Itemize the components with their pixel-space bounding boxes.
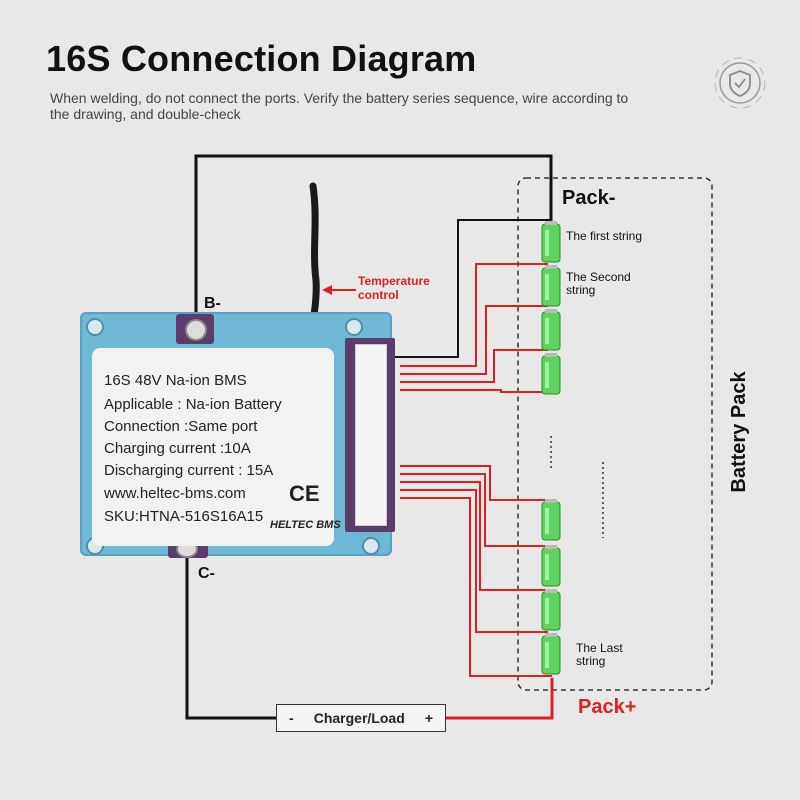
cell-14 (541, 545, 561, 587)
charger-minus: - (289, 710, 294, 726)
bms-model: 16S 48V Na-ion BMS (104, 372, 247, 389)
temperature-probe (309, 182, 320, 320)
b-minus-terminal-hole (185, 319, 207, 341)
charger-load-box: - Charger/Load + (276, 704, 446, 732)
cell-16 (541, 633, 561, 675)
sense-wire-4 (400, 389, 548, 393)
bms-website: www.heltec-bms.com (104, 485, 246, 502)
b-minus-label: B- (204, 295, 221, 312)
sense-wire-15 (400, 481, 548, 591)
temperature-label-line2: control (358, 288, 399, 302)
bms-label-sticker (92, 348, 334, 546)
charger-plus: + (424, 710, 433, 726)
sense-wire-16 (400, 489, 548, 633)
charger-label: Charger/Load (313, 710, 405, 726)
cell-3 (541, 309, 561, 351)
bms-applicable: Applicable : Na-ion Battery (104, 396, 282, 413)
brand-logo: HELTEC BMS (270, 519, 341, 531)
pack-minus-sense-wire (392, 219, 551, 358)
second-string-label: The Second string (566, 270, 631, 297)
page-title: 16S Connection Diagram (46, 38, 477, 79)
battery-pack-label: Battery Pack (728, 371, 750, 493)
ce-mark: CE (289, 481, 320, 506)
pack-plus-label: Pack+ (578, 696, 637, 718)
cell-13 (541, 499, 561, 541)
sense-wire-17 (400, 497, 552, 677)
last-string-label: The Last string (576, 641, 623, 668)
page-subtitle: When welding, do not connect the ports. … (50, 90, 629, 122)
temperature-arrow-head (322, 285, 332, 295)
cell-15 (541, 589, 561, 631)
temperature-label: Temperature control (358, 274, 430, 302)
cell-1 (541, 221, 561, 263)
cell-4 (541, 353, 561, 395)
pack-plus-wire (446, 678, 554, 720)
cell-2 (541, 265, 561, 307)
shield-check-icon (714, 57, 766, 109)
bms-charging-current: Charging current :10A (104, 440, 251, 457)
pack-minus-label: Pack- (562, 187, 616, 209)
board-mount-hole (86, 318, 104, 336)
sense-wire-1 (400, 263, 548, 367)
c-minus-label: C- (198, 565, 215, 582)
bms-discharging-current: Discharging current : 15A (104, 462, 274, 479)
sense-wire-14 (400, 473, 548, 547)
c-minus-wire (185, 548, 278, 720)
sense-wire-13 (400, 465, 548, 501)
board-mount-hole (362, 537, 380, 555)
bms-sku: SKU:HTNA-516S16A15 (104, 508, 264, 525)
battery-pack-outline (517, 177, 713, 691)
sense-connector-pins (355, 344, 387, 526)
b-minus-wire (194, 154, 553, 320)
first-string-label: The first string (566, 229, 643, 243)
sense-wire-2 (400, 305, 548, 375)
temperature-label-line1: Temperature (358, 274, 430, 288)
board-mount-hole (345, 318, 363, 336)
bms-connection: Connection :Same port (104, 418, 258, 435)
sense-wire-3 (400, 349, 548, 383)
